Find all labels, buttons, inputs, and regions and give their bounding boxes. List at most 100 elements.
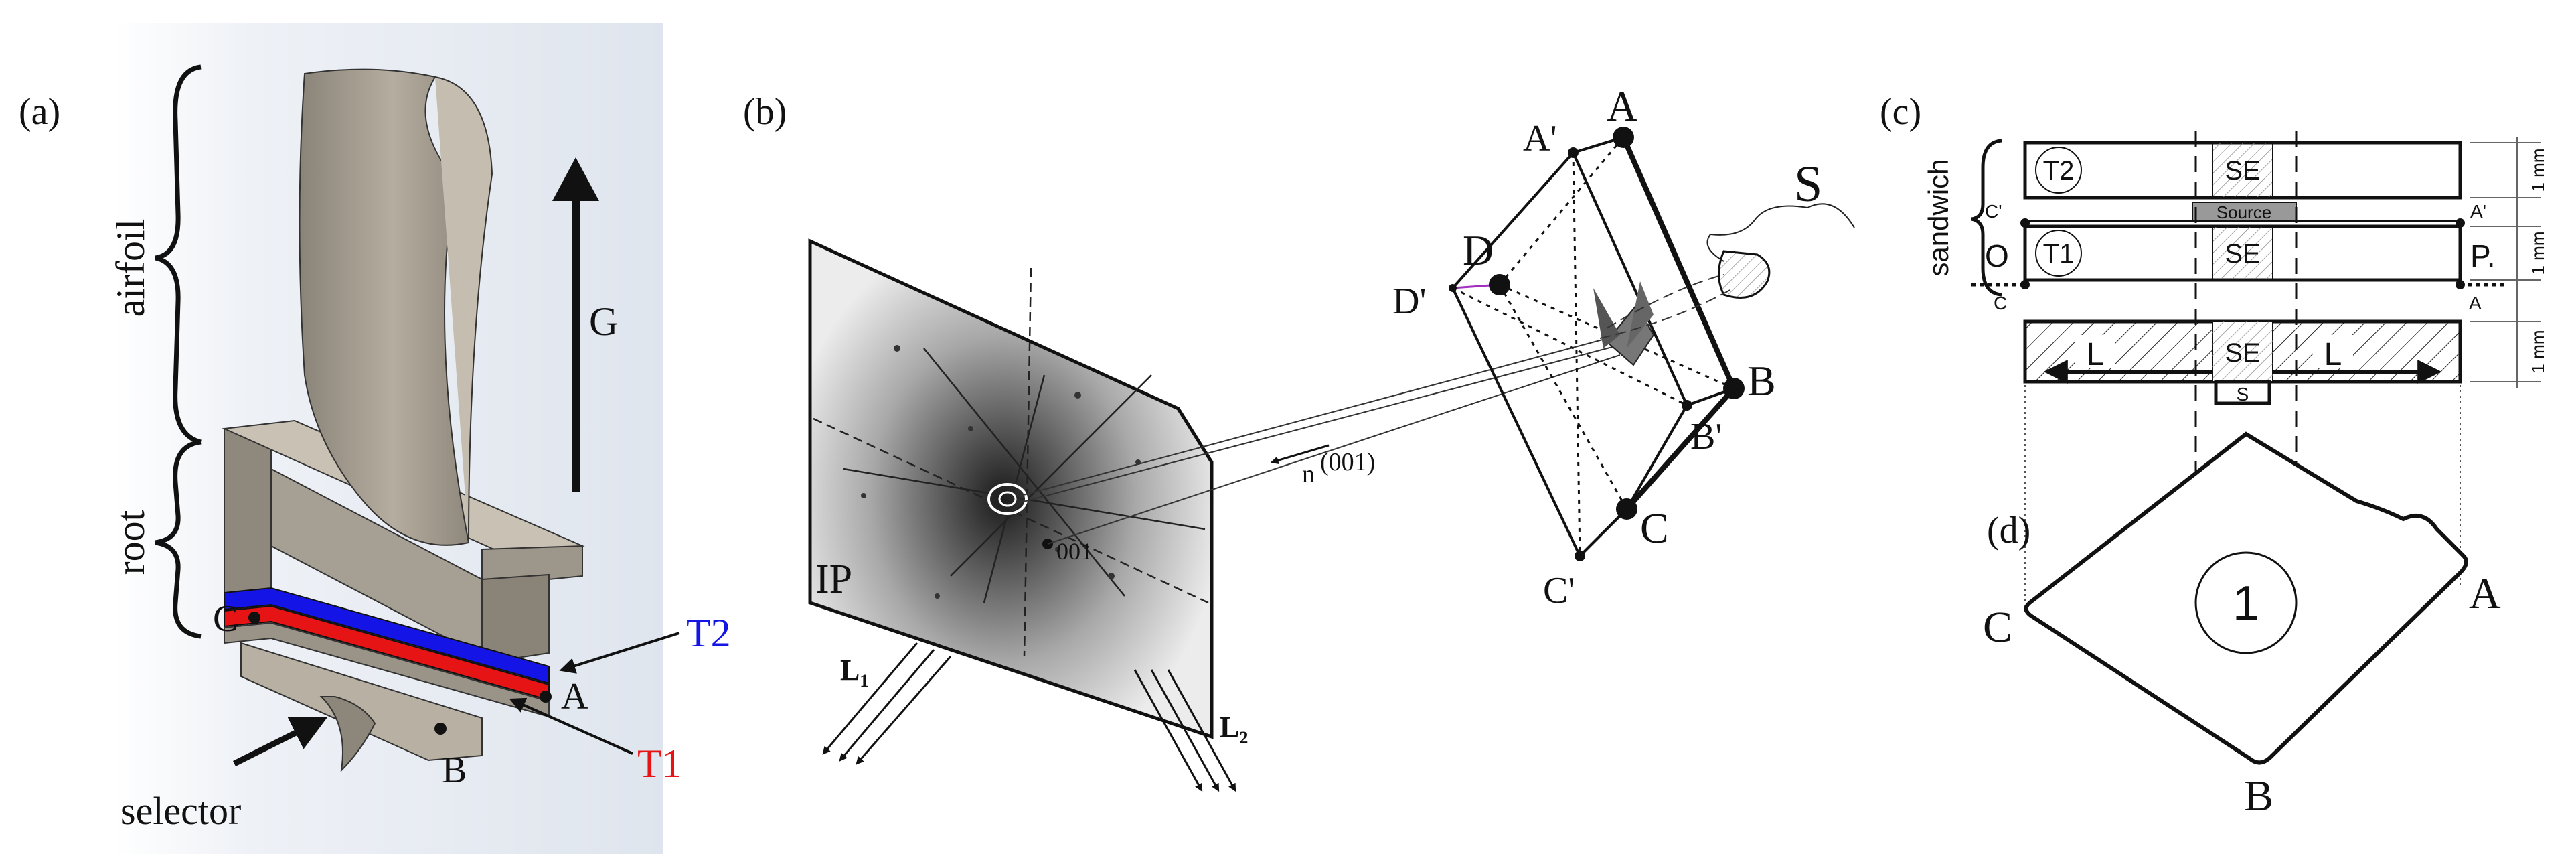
gravity-label: G: [589, 299, 618, 344]
t1-label: T1: [637, 741, 682, 786]
beam-mid: [1047, 354, 1621, 545]
t2-layer: [224, 587, 550, 685]
c-dot: [2020, 280, 2030, 289]
root-body-right: [481, 573, 550, 664]
beam-lower: [1020, 344, 1621, 503]
airfoil-label: airfoil: [108, 219, 153, 317]
turbine-blade: [222, 68, 585, 772]
c-l-label-bg-left: [2075, 335, 2115, 368]
normal-idx-label: (001): [1320, 448, 1375, 476]
sandwich-label: sandwich: [1923, 159, 1954, 276]
laue-spots: [861, 345, 1141, 599]
airfoil-brace: [155, 64, 202, 445]
panel-a-label: (a): [19, 91, 60, 133]
d-corner-a-label: A: [2469, 569, 2501, 618]
base-lower: [240, 642, 483, 762]
c-t1-circle: [2035, 230, 2082, 277]
gravity-arrow-head: [552, 157, 599, 201]
selector-tail: [319, 696, 376, 772]
l1-beams: [822, 642, 952, 765]
cube-c-label: C: [1640, 504, 1669, 552]
plate-label: IP: [815, 557, 852, 602]
c-t2-label: T2: [2043, 156, 2075, 186]
c-l-left-label: L: [2087, 337, 2105, 372]
crystal-cube: [1451, 135, 1737, 557]
c-outer-guides: [2024, 385, 2461, 613]
spot-001-label: 001: [1056, 538, 1093, 565]
t2-pointer: [559, 632, 680, 674]
t1-pointer: [509, 697, 633, 755]
d-corner-b-label: B: [2244, 772, 2273, 820]
selector-pointer: [232, 717, 328, 767]
c-seed-label: S: [2237, 384, 2249, 405]
selector-label: selector: [120, 789, 241, 833]
panel-c-label: (c): [1880, 91, 1921, 133]
root-label: root: [108, 510, 153, 575]
panel-a: (a) airfoil root G: [19, 23, 731, 854]
a-label: A: [2469, 293, 2482, 313]
panel-d-label: (d): [1987, 510, 2030, 551]
c-dim1-label: 1 mm: [2528, 149, 2548, 192]
t2-label: T2: [686, 611, 731, 655]
panel-c: (c) sandwich T2 SE Source C' A' T1 SE O …: [1880, 91, 2548, 613]
l1-label: L1: [840, 654, 868, 691]
cube-d-prime-label: D': [1392, 281, 1427, 322]
c-dim2-label: 1 mm: [2528, 232, 2548, 275]
c-se-mid-label: SE: [2225, 239, 2260, 269]
a-prime-label: A': [2470, 201, 2486, 222]
c-p-label: P.: [2470, 238, 2496, 273]
a-dot: [2456, 280, 2465, 289]
d-sample-label: 1: [2233, 577, 2259, 630]
d-corner-c-label: C: [1983, 603, 2012, 652]
root-platform-front: [481, 545, 583, 587]
l2-beams: [1133, 669, 1236, 792]
c-l-label-bg-right: [2313, 335, 2353, 368]
cube-vertices: [1449, 127, 1745, 561]
c-se-top: [2212, 142, 2273, 198]
normal-vec-label: n: [1302, 460, 1315, 488]
cube-c-prime-label: C': [1543, 570, 1575, 612]
beam-upper: [1020, 334, 1621, 496]
c-se-mid: [2212, 226, 2273, 281]
cube-b-prime-label: B': [1690, 416, 1722, 457]
panel-b-label: (b): [743, 91, 787, 133]
sandwich-brace: [1971, 139, 2002, 297]
corner-c-dot: [248, 612, 260, 624]
crystal-core: [1593, 281, 1655, 366]
root-block-side: [224, 428, 272, 617]
root-brace: [155, 439, 202, 639]
c-prime-label: C': [1985, 201, 2002, 222]
airfoil-edge: [434, 76, 493, 543]
seed-wire: [1706, 203, 1855, 262]
corner-b-dot: [434, 723, 447, 735]
d-sample-circle: [2194, 551, 2298, 654]
c-se-top-label: SE: [2225, 156, 2260, 186]
c-t1-label: T1: [2043, 239, 2075, 269]
cube-d-label: D: [1463, 226, 1494, 274]
c-l-right-label: L: [2324, 337, 2342, 372]
cube-b-label: B: [1747, 357, 1776, 405]
seed-body: [1718, 250, 1771, 299]
corner-c-label: C: [213, 598, 238, 640]
l2-label: L2: [1220, 711, 1248, 747]
seed-trace: [1599, 274, 1735, 339]
laue-pattern: [813, 267, 1209, 657]
c-label: C: [1994, 293, 2007, 313]
corner-a-dot: [540, 691, 552, 703]
corner-a-label: A: [561, 676, 588, 717]
cube-a-prime-label: A': [1523, 118, 1557, 159]
c-o-label: O: [1985, 238, 2009, 273]
seed-label: S: [1794, 156, 1822, 212]
c-se-bottom-label: SE: [2225, 338, 2260, 368]
c-t2-circle: [2035, 147, 2082, 194]
c-source-label: Source: [2217, 202, 2271, 222]
c-seed-block: [2214, 380, 2271, 405]
c-se-bottom-hatch: [2212, 321, 2273, 382]
panel-b: (b) 001 IP n (001): [743, 82, 1855, 792]
cube-a-label: A: [1607, 82, 1637, 130]
normal-arrow: [1270, 444, 1330, 465]
corner-b-label: B: [442, 749, 467, 791]
imaging-plate: [808, 238, 1214, 739]
c-dimension-lines: [2470, 137, 2541, 388]
